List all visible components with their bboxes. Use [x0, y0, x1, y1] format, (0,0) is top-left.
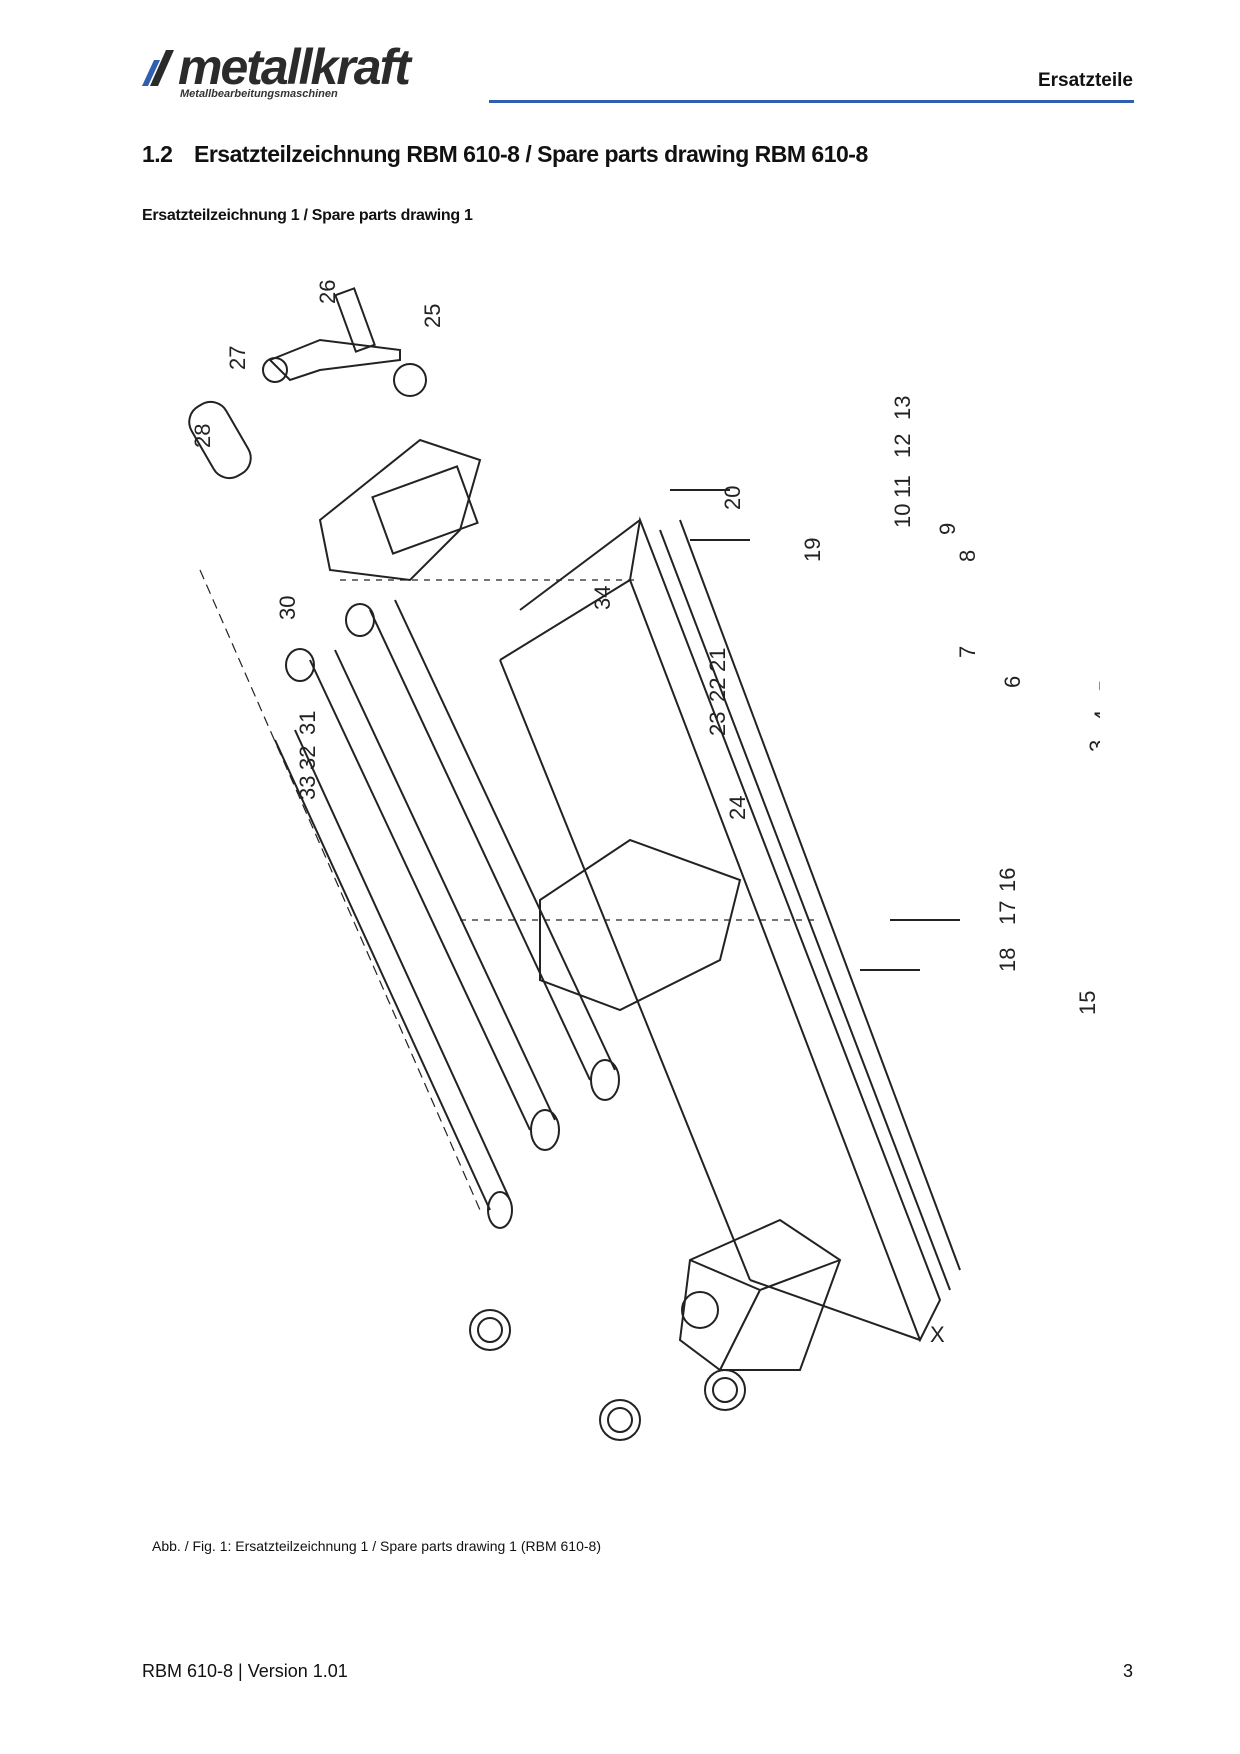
part-label-22: 22	[705, 678, 730, 702]
drawing-subtitle: Ersatzteilzeichnung 1 / Spare parts draw…	[142, 207, 473, 224]
spare-parts-drawing: 1234567891011121314151617181920212223242…	[160, 280, 1240, 1520]
part-label-19: 19	[800, 538, 825, 562]
part-label-7: 7	[955, 646, 980, 658]
part-label-26: 26	[315, 280, 340, 304]
corner-mark: X	[930, 1322, 945, 1347]
section-label: Ersatzteile	[1037, 70, 1133, 91]
part-label-12: 12	[890, 434, 915, 458]
part-label-9: 9	[935, 523, 960, 535]
brand-logo: metallkraft Metallbearbeitungsmaschinen	[140, 39, 470, 106]
footer-document-version: RBM 610-8 | Version 1.01	[142, 1661, 348, 1681]
header-divider	[489, 100, 1134, 103]
logo-subtitle: Metallbearbeitungsmaschinen	[180, 88, 338, 100]
part-label-25: 25	[420, 304, 445, 328]
part-label-11: 11	[890, 475, 915, 498]
part-label-31: 31	[295, 711, 320, 735]
part-label-23: 23	[705, 712, 730, 736]
part-label-15: 15	[1075, 991, 1100, 1015]
part-label-32: 32	[295, 746, 320, 770]
part-label-33: 33	[295, 776, 320, 800]
figure-caption: Abb. / Fig. 1: Ersatzteilzeichnung 1 / S…	[152, 1538, 601, 1554]
exploded-view-diagram: 1234567891011121314151617181920212223242…	[188, 280, 1240, 1441]
part-label-4: 4	[1090, 710, 1100, 722]
part-label-30: 30	[275, 596, 300, 620]
section-number: 1.2	[142, 141, 173, 167]
part-label-18: 18	[995, 948, 1020, 972]
part-label-13: 13	[890, 396, 915, 420]
part-label-5: 5	[1095, 680, 1100, 692]
section-title: Ersatzteilzeichnung RBM 610-8 / Spare pa…	[194, 141, 868, 167]
part-label-21: 21	[705, 648, 730, 672]
part-label-28: 28	[190, 424, 215, 448]
part-label-8: 8	[955, 550, 980, 562]
logo-mark-icon	[142, 50, 174, 86]
part-label-24: 24	[725, 796, 750, 820]
page-title: 1.2 Ersatzteilzeichnung RBM 610-8 / Spare…	[142, 141, 868, 168]
part-label-20: 20	[720, 486, 745, 510]
part-label-10: 10	[890, 504, 915, 528]
logo-wordmark: metallkraft	[178, 39, 411, 95]
part-label-17: 17	[995, 901, 1020, 925]
part-label-27: 27	[225, 346, 250, 370]
part-label-34: 34	[590, 586, 615, 610]
part-label-6: 6	[1000, 676, 1025, 688]
footer-page-number: 3	[1122, 1661, 1133, 1681]
part-label-3: 3	[1085, 740, 1100, 752]
part-label-16: 16	[995, 868, 1020, 892]
